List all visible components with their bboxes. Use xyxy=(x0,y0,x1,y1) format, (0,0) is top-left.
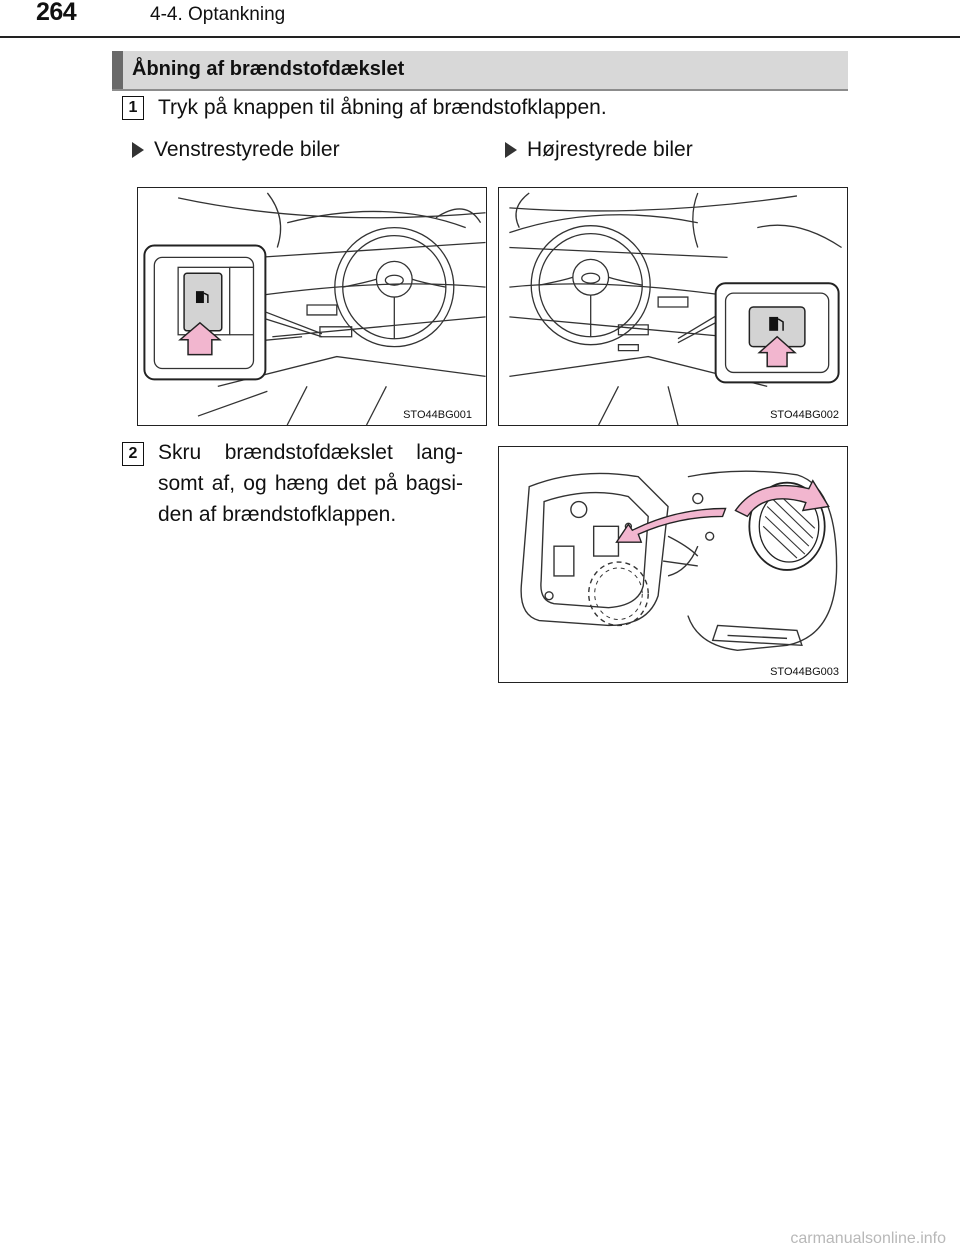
dashboard-rhd-illustration xyxy=(509,192,842,425)
figure-lhd-dashboard: STO44BG001 xyxy=(137,187,487,426)
step-1-text: Tryk på knappen til åbning af brændstofk… xyxy=(158,96,607,119)
figure-code: STO44BG003 xyxy=(770,666,839,678)
step-1-badge: 1 xyxy=(122,96,144,120)
variant-rhd-label: Højrestyrede biler xyxy=(527,138,693,161)
section-accent xyxy=(112,51,123,89)
watermark: carmanualsonline.info xyxy=(790,1230,946,1247)
step-2-text: Skru brændstofdækslet lang- somt af, og … xyxy=(158,437,463,530)
step-2-line: den af brændstofklappen. xyxy=(158,503,397,526)
figure-code: STO44BG002 xyxy=(770,409,839,421)
fuel-cap-illustration xyxy=(520,470,838,651)
figure-fuel-cap: STO44BG003 xyxy=(498,446,848,683)
section-title: Åbning af brændstofdækslet xyxy=(132,58,405,80)
step-2-badge: 2 xyxy=(122,442,144,466)
section-heading-bar: Åbning af brændstofdækslet xyxy=(112,51,848,91)
page-number: 264 xyxy=(36,0,77,26)
bullet-triangle-icon xyxy=(132,142,144,158)
variant-lhd: Venstrestyrede biler xyxy=(132,138,340,162)
header-divider xyxy=(0,36,960,38)
step-2-line: Skru brændstofdækslet lang- xyxy=(158,441,463,464)
variant-lhd-label: Venstrestyrede biler xyxy=(154,138,340,161)
step-2-line: somt af, og hæng det på bagsi- xyxy=(158,472,463,495)
bullet-triangle-icon xyxy=(505,142,517,158)
variant-rhd: Højrestyrede biler xyxy=(505,138,693,162)
chapter-title: 4-4. Optankning xyxy=(150,4,286,25)
figure-code: STO44BG001 xyxy=(403,409,472,421)
figure-rhd-dashboard: STO44BG002 xyxy=(498,187,848,426)
dashboard-lhd-illustration xyxy=(143,192,486,425)
